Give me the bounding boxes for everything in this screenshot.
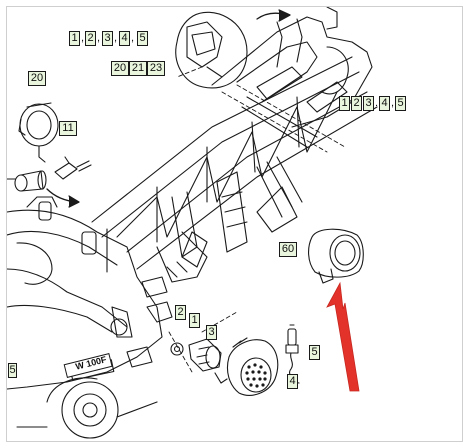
callout-lamp-60: 60	[279, 242, 297, 257]
callout-part-1: 1	[189, 313, 200, 328]
red-arrow-icon	[326, 281, 360, 392]
lamp-assembly	[170, 337, 279, 396]
connector-icon	[54, 156, 92, 180]
wheel	[46, 377, 119, 439]
callout-top-3: 3	[102, 31, 113, 46]
callout-top-4: 4	[119, 31, 130, 46]
machine-body	[7, 209, 163, 390]
callout-part-4: 4	[287, 374, 298, 389]
callout-top-2: 2	[85, 31, 96, 46]
separator: ,	[131, 32, 135, 44]
pointer-arrows	[46, 9, 291, 208]
callout-top-5: 5	[137, 31, 148, 46]
callout-21-top: 21	[129, 61, 147, 76]
callout-left-5: 5	[8, 363, 17, 378]
callout-23-top: 23	[147, 61, 165, 76]
worklamp-icon	[308, 228, 364, 284]
separator: ,	[114, 32, 118, 44]
separator: .	[375, 97, 379, 109]
callout-connector-11: 11	[59, 121, 77, 136]
boom-structure	[91, 56, 378, 323]
callout-right-5: 5	[395, 96, 406, 111]
machine-badge-plate	[63, 353, 113, 378]
horn-icon	[18, 102, 59, 163]
separator: ,	[391, 97, 395, 109]
separator: ,	[97, 32, 101, 44]
callout-part-5: 5	[309, 345, 320, 360]
callout-right-1: 1	[339, 96, 350, 111]
callout-right-3: 3	[363, 96, 374, 111]
callout-part-3: 3	[206, 325, 217, 340]
upper-carriage	[221, 7, 373, 148]
machine-line-drawing	[7, 7, 378, 439]
callout-top-1: 1	[69, 31, 80, 46]
callout-right-2: 2	[351, 96, 362, 111]
callout-horn-20: 20	[28, 71, 46, 86]
diagram-frame: W 100F 1 , 2 , 3 , 4 , 5 20 21 23 1 2 3 …	[6, 6, 463, 442]
callout-part-2: 2	[175, 305, 186, 320]
separator: ,	[81, 32, 85, 44]
detail-magnifier	[175, 11, 248, 89]
callout-right-4: 4	[379, 96, 390, 111]
callout-20-top: 20	[111, 61, 129, 76]
left-lamp-part	[7, 170, 47, 192]
